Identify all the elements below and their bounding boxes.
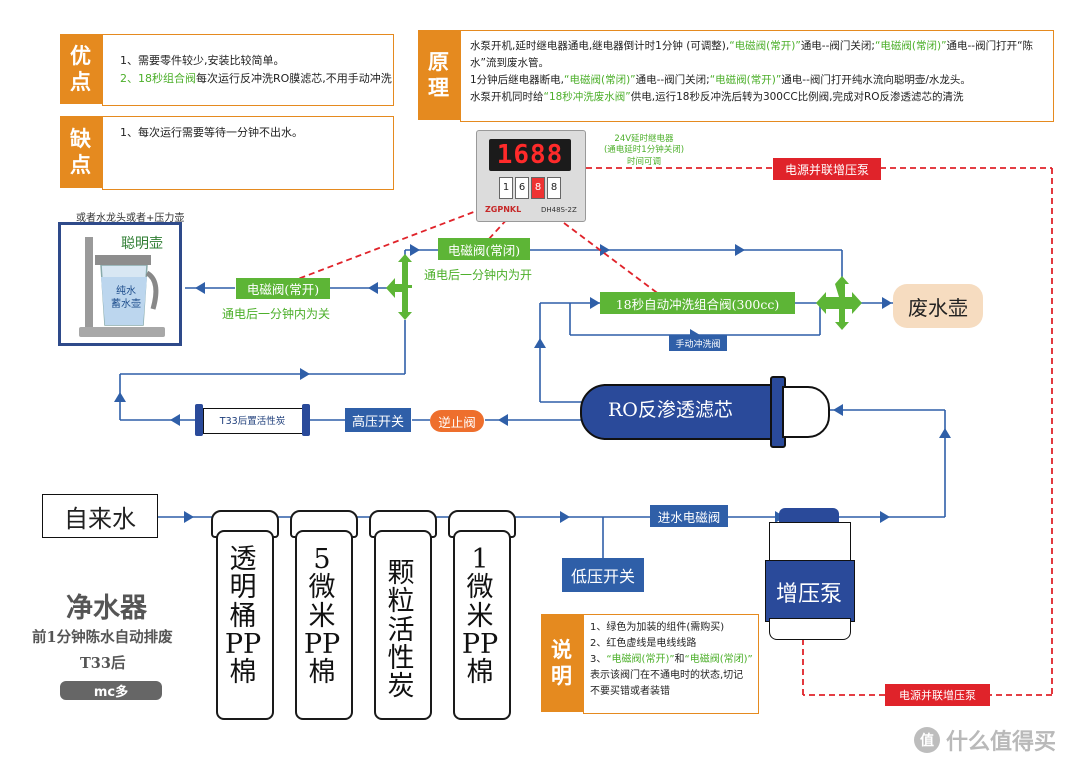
filter-3-label: 颗粒活性炭 [387, 558, 415, 703]
arrow [882, 297, 892, 309]
author-badge: mc多 [60, 681, 162, 700]
power-parallel-bottom: 电源并联增压泵 [885, 684, 990, 706]
check-valve: 逆止阀 [430, 410, 484, 432]
wire-relay-to-no-valve [289, 204, 493, 283]
t33-label: T33后置活性炭 [219, 416, 286, 427]
ro-filter: RO反渗透滤芯 [580, 376, 830, 448]
combo-flush-valve: 18秒自动冲洗组合阀(300cc) [600, 292, 795, 314]
advantages-box [102, 34, 394, 106]
relay-note: 24V延时继电器 (通电延时1分钟关闭) 时间可调 [603, 134, 685, 167]
arrow [498, 414, 508, 426]
booster-pump: 增压泵 [765, 508, 855, 640]
diagram-subtitle-2: T33后 [80, 655, 126, 672]
disadvantages-box [102, 116, 394, 190]
waste-kettle: 废水壶 [893, 284, 983, 328]
filter-1-label: 透明桶PP棉 [224, 544, 262, 689]
tee-valve-right-icon [816, 276, 862, 330]
arrow [195, 282, 205, 294]
valve-nc-note: 通电后一分钟内为开 [424, 268, 533, 282]
principle-box [460, 30, 1054, 122]
filter-4-label: 1微米PP棉 [461, 544, 499, 689]
relay-display: 1688 [489, 139, 571, 171]
inlet-solenoid-valve: 进水电磁阀 [650, 505, 728, 527]
power-parallel-top: 电源并联增压泵 [773, 158, 881, 180]
low-pressure-switch: 低压开关 [562, 558, 644, 592]
arrow [368, 282, 378, 294]
principle-tag: 原理 [418, 30, 460, 120]
arrow [114, 392, 126, 402]
valve-normally-open: 电磁阀(常开) [236, 278, 330, 299]
pump-label: 增压泵 [775, 582, 842, 607]
delay-relay: 1688 1 6 8 8 ZGPNKL DH48S-2Z [476, 130, 586, 222]
valve-normally-closed: 电磁阀(常闭) [438, 238, 530, 260]
arrow [534, 338, 546, 348]
kettle-icon [79, 237, 165, 337]
filter-2-label: 5微米PP棉 [303, 544, 341, 689]
arrow [833, 404, 843, 416]
principle-text: 水泵开机,延时继电器通电,继电器倒计时1分钟 (可调整),“电磁阀(常开)”通电… [470, 40, 1034, 103]
filter-2 [295, 530, 353, 720]
valve-no-note: 通电后一分钟内为关 [222, 307, 331, 321]
arrow [300, 368, 310, 380]
advantages-line1: 1、需要零件较少,安装比较简单。 [120, 54, 285, 67]
manual-flush-valve: 手动冲洗阀 [669, 335, 727, 351]
arrow [880, 511, 890, 523]
arrow [600, 244, 610, 256]
filter-1 [216, 530, 274, 720]
kettle-inner: 纯水 蓄水壶 [111, 286, 141, 310]
smart-kettle: 聪明壶 纯水 蓄水壶 [58, 222, 182, 346]
arrow [560, 511, 570, 523]
filter-4 [453, 530, 511, 720]
high-pressure-switch: 高压开关 [345, 408, 411, 432]
arrow [590, 297, 600, 309]
relay-dials: 1 6 8 8 [499, 177, 561, 199]
tap-water: 自来水 [42, 494, 158, 538]
t33-filter: T33后置活性炭 [195, 404, 310, 436]
tee-valve-left-icon [386, 254, 412, 320]
disadvantages-tag: 缺点 [60, 116, 102, 188]
relay-brand: ZGPNKL [485, 205, 522, 214]
notes-text: 1、绿色为加装的组件(需购买) 2、红色虚线是电线线路 3、“电磁阀(常开)”和… [590, 622, 753, 697]
arrow [939, 428, 951, 438]
relay-model: DH48S-2Z [541, 206, 577, 214]
diagram-subtitle-1: 前1分钟陈水自动排废 [32, 629, 173, 646]
notes-tag: 说明 [541, 614, 583, 712]
disadvantages-line1: 1、每次运行需要等待一分钟不出水。 [120, 126, 303, 139]
diagram-title: 净水器 [66, 593, 147, 624]
kettle-note: 或者水龙头或者+压力壶 [76, 213, 185, 224]
watermark: 值 什么值得买 [914, 724, 1056, 756]
watermark-logo-icon: 值 [914, 727, 940, 753]
kettle-title: 聪明壶 [121, 236, 163, 252]
ro-filter-label: RO反渗透滤芯 [608, 399, 733, 421]
arrow [184, 511, 194, 523]
advantages-line2: 2、18秒组合阀每次运行反冲洗RO膜滤芯,不用手动冲洗 [120, 72, 392, 85]
arrow [170, 414, 180, 426]
arrow [410, 244, 420, 256]
notes-box [583, 614, 759, 714]
filter-3 [374, 530, 432, 720]
arrow [735, 244, 745, 256]
watermark-text: 什么值得买 [946, 730, 1057, 755]
advantages-tag: 优点 [60, 34, 102, 104]
wire-relay-to-nc-valve [487, 204, 521, 241]
